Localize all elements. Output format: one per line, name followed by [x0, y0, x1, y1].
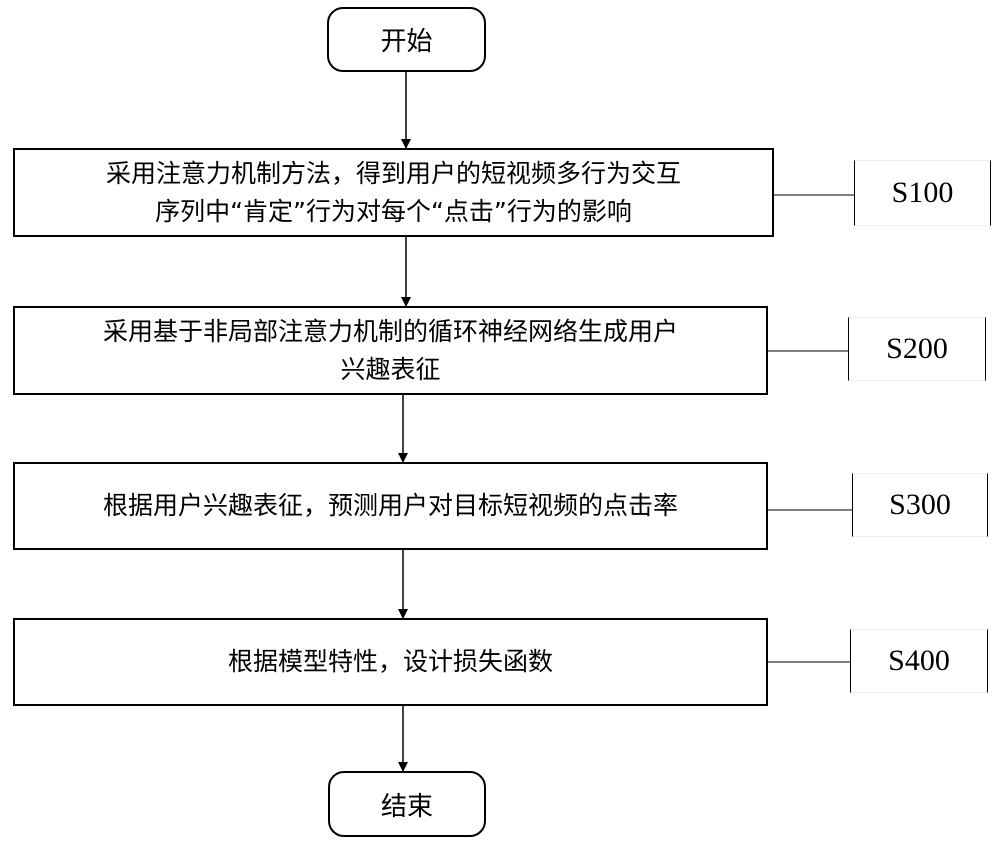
step-s200-box: 采用基于非局部注意力机制的循环神经网络生成用户 兴趣表征 — [13, 306, 768, 395]
step-s300-box: 根据用户兴趣表征，预测用户对目标短视频的点击率 — [13, 462, 768, 550]
end-label: 结束 — [381, 786, 433, 823]
step-s200-text-line2: 兴趣表征 — [103, 351, 678, 389]
step-s400-text: 根据模型特性，设计损失函数 — [228, 643, 553, 681]
start-label: 开始 — [380, 21, 432, 58]
step-s100-label: S100 — [854, 160, 991, 226]
step-s100-text-line1: 采用注意力机制方法，得到用户的短视频多行为交互 — [106, 155, 681, 193]
start-node: 开始 — [327, 7, 486, 72]
step-s200-label: S200 — [848, 317, 986, 381]
step-s300-text: 根据用户兴趣表征，预测用户对目标短视频的点击率 — [103, 487, 678, 525]
step-s400-box: 根据模型特性，设计损失函数 — [13, 618, 768, 706]
step-s100-box: 采用注意力机制方法，得到用户的短视频多行为交互 序列中“肯定”行为对每个“点击”… — [13, 148, 774, 237]
end-node: 结束 — [328, 771, 486, 837]
step-s100-text-line2: 序列中“肯定”行为对每个“点击”行为的影响 — [106, 193, 681, 231]
step-s400-label: S400 — [850, 629, 988, 693]
step-s300-label: S300 — [852, 473, 988, 537]
step-s200-text-line1: 采用基于非局部注意力机制的循环神经网络生成用户 — [103, 313, 678, 351]
